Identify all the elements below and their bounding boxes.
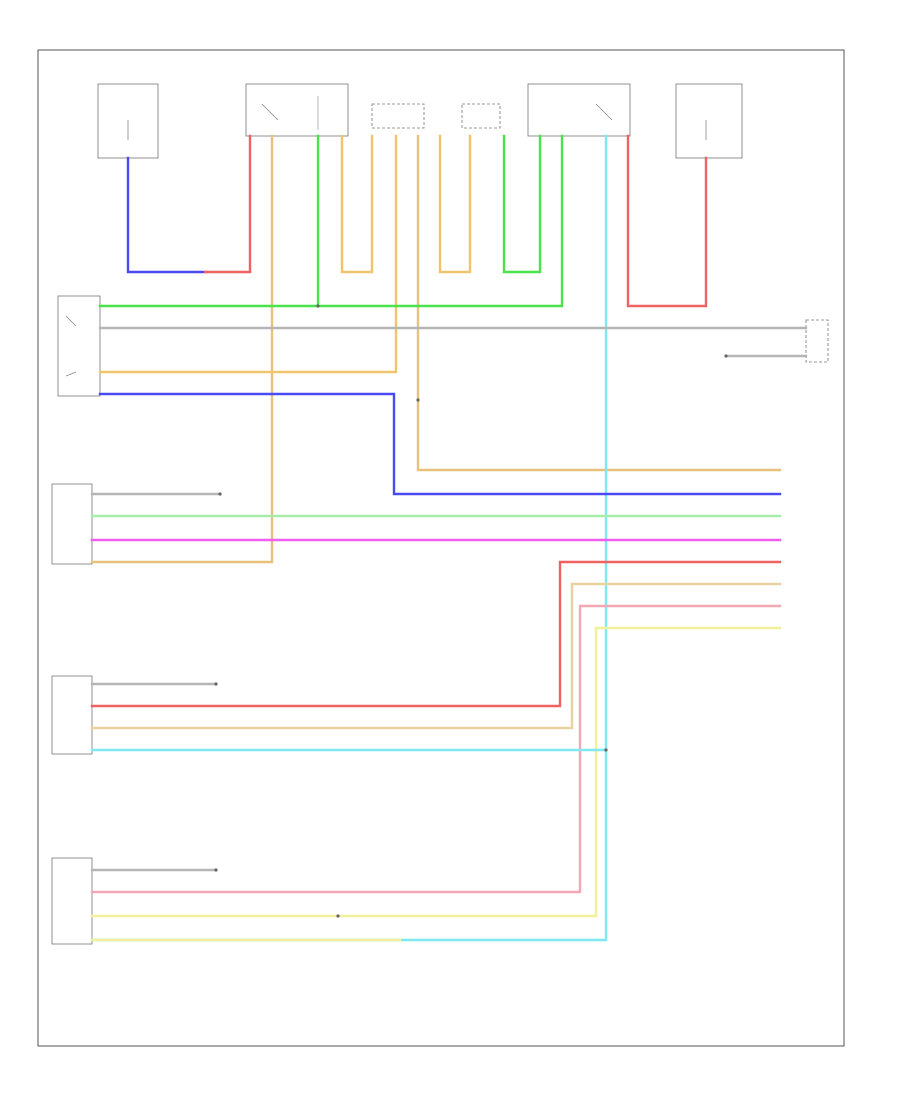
junction-dots <box>214 304 728 918</box>
relay-box-right <box>527 83 631 137</box>
wire-red-right <box>626 134 708 308</box>
module-b-box <box>51 675 93 755</box>
switch-box <box>57 295 101 397</box>
connector-box-mid <box>371 103 425 129</box>
diagram-frame <box>37 49 845 1047</box>
wire-tan-loop-1 <box>340 134 374 274</box>
relay-box-left <box>245 83 349 137</box>
wire-tan-relay-to-module-a <box>90 134 274 564</box>
fuse-box-left <box>97 83 159 159</box>
wire-cyan-vertical <box>90 134 608 942</box>
wire-paleyellow-out <box>90 626 782 918</box>
wire-blue-switch-to-right <box>98 392 782 496</box>
connector-box-right-top <box>461 103 501 129</box>
fuse-box-right <box>675 83 743 159</box>
module-c-box <box>51 857 93 945</box>
wire-green-loop <box>502 134 542 274</box>
wire-tan-out <box>90 582 782 730</box>
module-a-box <box>51 483 93 565</box>
wire-red-top-left <box>203 134 252 274</box>
wire-yellow-to-switch <box>98 134 398 374</box>
wire-green-switch <box>98 134 564 308</box>
right-connector <box>805 319 829 363</box>
wire-tan-loop-2 <box>438 134 472 274</box>
wire-red-out <box>90 560 782 708</box>
wire-tan-to-right <box>416 134 782 472</box>
wire-blue-top <box>126 156 207 274</box>
